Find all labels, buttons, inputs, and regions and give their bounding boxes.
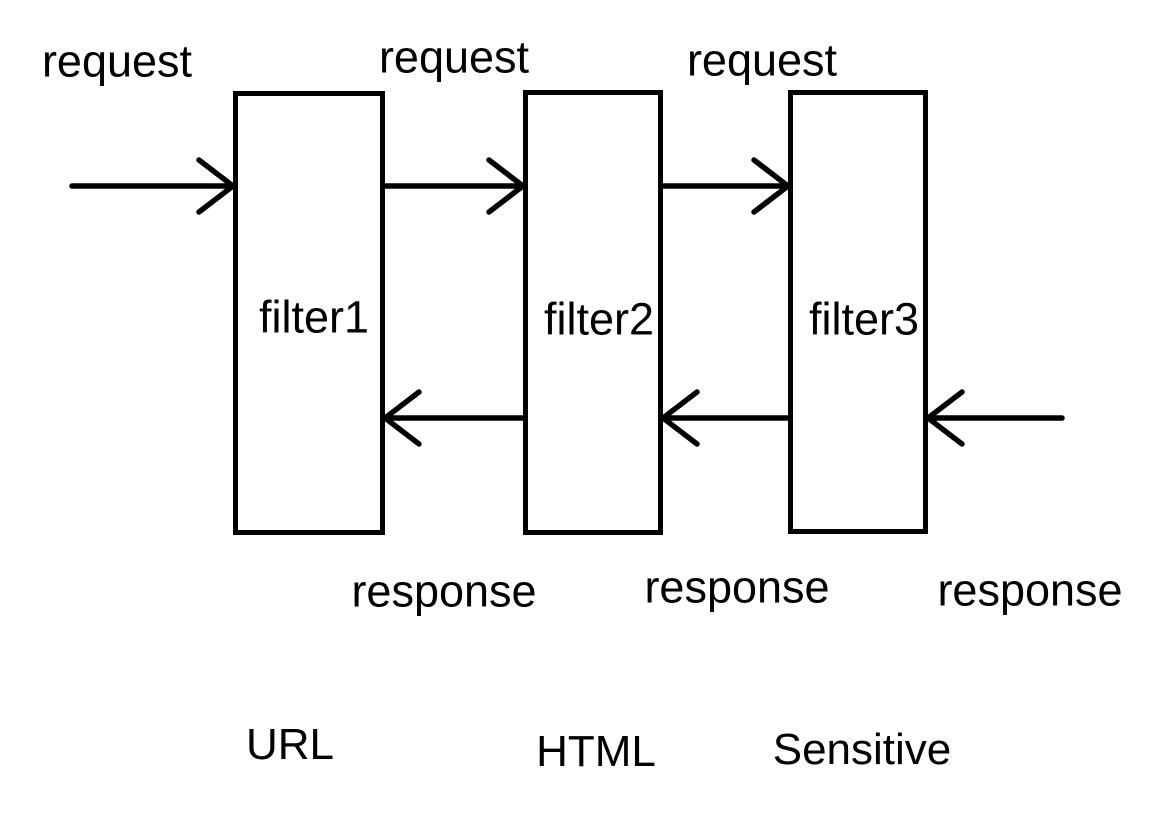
request-arrow-2 (382, 157, 526, 215)
filter2-type-label-html: HTML (536, 727, 656, 776)
response-arrow-3 (925, 389, 1065, 447)
filter3-label: filter3 (808, 293, 920, 345)
filter3-box (788, 90, 928, 534)
request-label-1: request (41, 35, 193, 87)
request-arrow-3 (660, 157, 791, 215)
response-arrow-1 (382, 389, 526, 447)
response-label-1: response (351, 565, 537, 617)
response-label-2: response (644, 561, 830, 613)
response-label-3: response (937, 564, 1123, 616)
filter2-label: filter2 (543, 293, 655, 345)
request-label-2: request (378, 31, 530, 83)
filter1-type-label-url: URL (245, 720, 335, 769)
filter2-box (523, 90, 663, 535)
filter1-box (233, 91, 385, 535)
request-label-3: request (686, 34, 838, 86)
filter3-type-label-sensitive: Sensitive (772, 725, 952, 774)
request-arrow-1 (69, 157, 236, 215)
response-arrow-2 (660, 389, 791, 447)
filter1-label: filter1 (258, 291, 370, 343)
